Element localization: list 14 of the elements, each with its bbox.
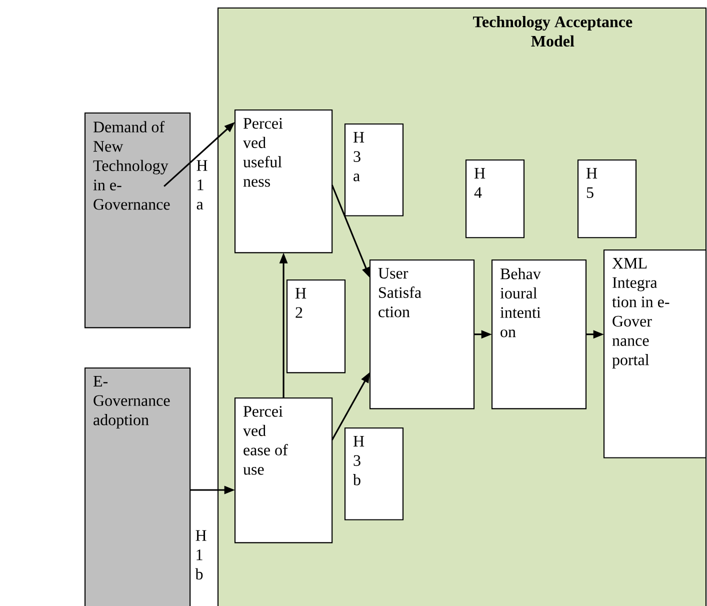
- construct-box: XML Integra tion in e- Gover nance portal: [603, 249, 707, 458]
- factor-box: E- Governance adoption: [84, 367, 191, 606]
- hypothesis-box: H 3 a: [344, 123, 404, 216]
- hypothesis-label: H 1 b: [195, 530, 206, 580]
- construct-box: Percei ved useful ness: [234, 109, 333, 254]
- hypothesis-box: H 4: [465, 159, 525, 238]
- construct-box: Behav ioural intenti on: [491, 259, 587, 410]
- hypothesis-box: H 3 b: [344, 427, 404, 520]
- hypothesis-label: H 1 a: [196, 160, 208, 210]
- hypothesis-box: H 2: [286, 279, 346, 374]
- construct-box: Percei ved ease of use: [234, 397, 333, 544]
- construct-box: User Satisfa ction: [369, 259, 475, 410]
- hypothesis-box: H 5: [577, 159, 637, 238]
- factor-box: Demand of New Technology in e- Governance: [84, 112, 191, 328]
